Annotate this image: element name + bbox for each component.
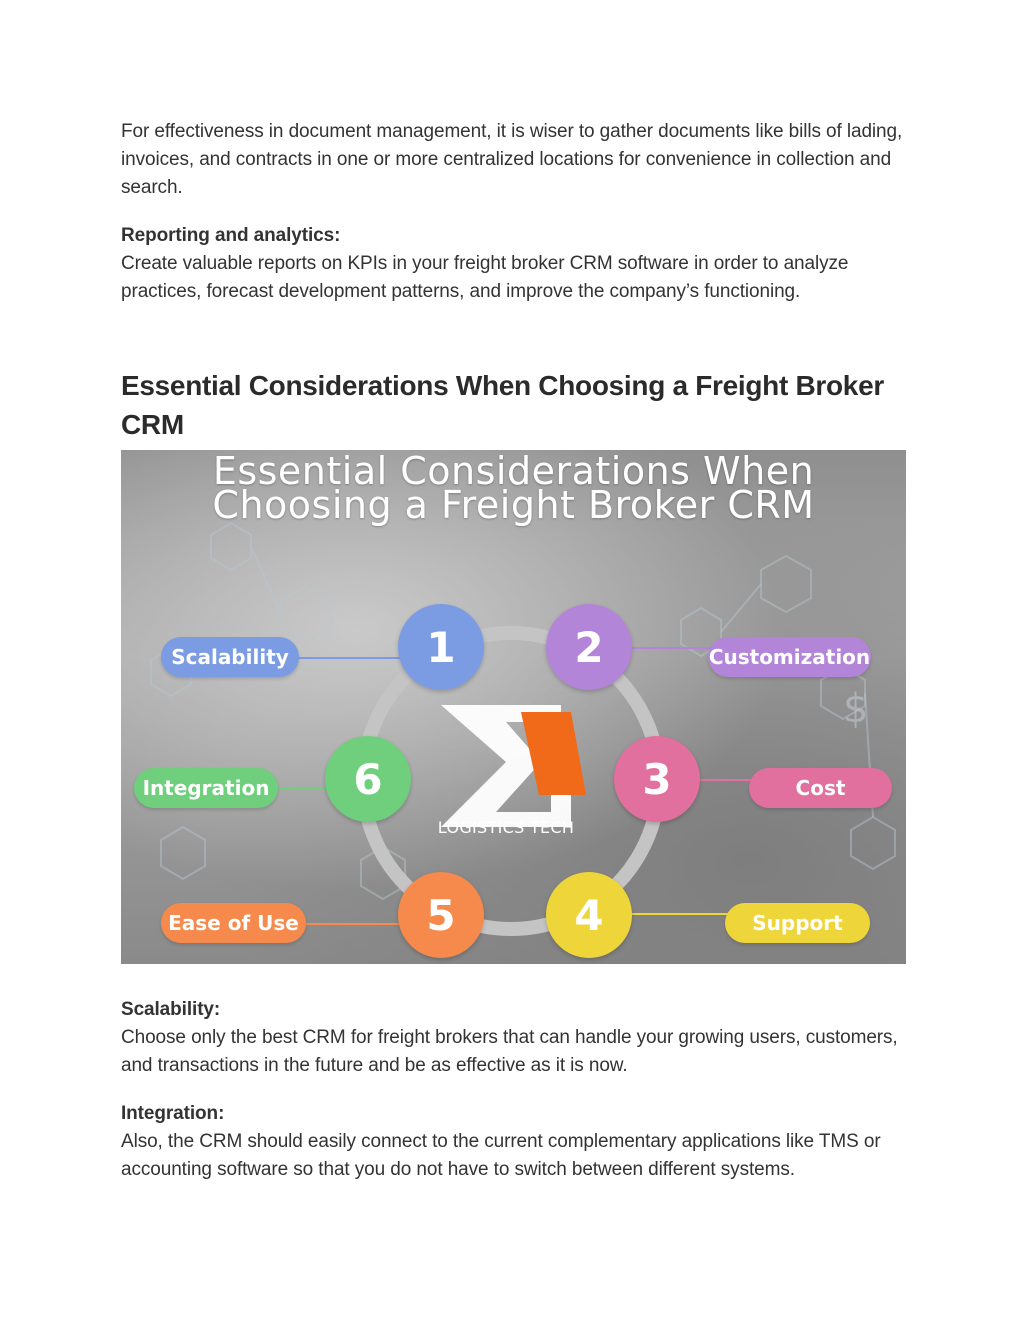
pill-scalability: Scalability: [161, 637, 299, 677]
section-heading: Essential Considerations When Choosing a…: [121, 370, 884, 440]
integration-section: Integration: Also, the CRM should easily…: [121, 1100, 911, 1184]
logo-text: LOGISTICS TECH: [437, 818, 575, 837]
intro-paragraph: For effectiveness in document management…: [121, 121, 903, 198]
pill-support: Support: [725, 903, 870, 943]
infographic-background: $: [150, 521, 896, 936]
circle-5: 5: [398, 872, 484, 958]
reporting-section: Reporting and analytics: Create valuable…: [121, 222, 911, 306]
circle-1: 1: [398, 604, 484, 690]
considerations-infographic: $ Essential Considerations When Choosing…: [121, 450, 906, 964]
document-page: For effectiveness in document management…: [121, 118, 911, 1184]
pill-support-label: Support: [752, 911, 843, 935]
circle-1-number: 1: [426, 622, 456, 672]
logo-icon: [441, 705, 586, 827]
pill-ease-of-use: Ease of Use: [161, 903, 306, 943]
circle-5-number: 5: [426, 890, 456, 940]
reporting-text: Create valuable reports on KPIs in your …: [121, 253, 849, 302]
pill-integration: Integration: [134, 768, 278, 808]
pill-scalability-label: Scalability: [171, 645, 289, 669]
pill-cost-label: Cost: [795, 776, 846, 800]
scalability-section: Scalability: Choose only the best CRM fo…: [121, 996, 911, 1080]
pill-integration-label: Integration: [142, 776, 270, 800]
circle-6: 6: [325, 736, 411, 822]
circle-4: 4: [546, 872, 632, 958]
dollar-icon: $: [843, 686, 868, 732]
circle-4-number: 4: [574, 890, 604, 940]
infographic-title-line2: Choosing a Freight Broker CRM: [212, 483, 815, 527]
pill-customization: Customization: [708, 637, 871, 677]
circle-3-number: 3: [642, 754, 672, 804]
pill-cost: Cost: [749, 768, 892, 808]
integration-label: Integration:: [121, 1103, 225, 1124]
scalability-text: Choose only the best CRM for freight bro…: [121, 1027, 898, 1076]
infographic-title-line1: Essential Considerations When: [212, 450, 815, 493]
scalability-label: Scalability:: [121, 999, 221, 1020]
pill-customization-label: Customization: [708, 645, 871, 669]
reporting-label: Reporting and analytics:: [121, 225, 341, 246]
circle-2-number: 2: [574, 622, 604, 672]
circle-6-number: 6: [353, 754, 383, 804]
infographic-title: Essential Considerations When Choosing a…: [121, 450, 906, 527]
circle-3: 3: [614, 736, 700, 822]
integration-text: Also, the CRM should easily connect to t…: [121, 1131, 881, 1180]
pill-ease-of-use-label: Ease of Use: [168, 911, 299, 935]
circle-2: 2: [546, 604, 632, 690]
